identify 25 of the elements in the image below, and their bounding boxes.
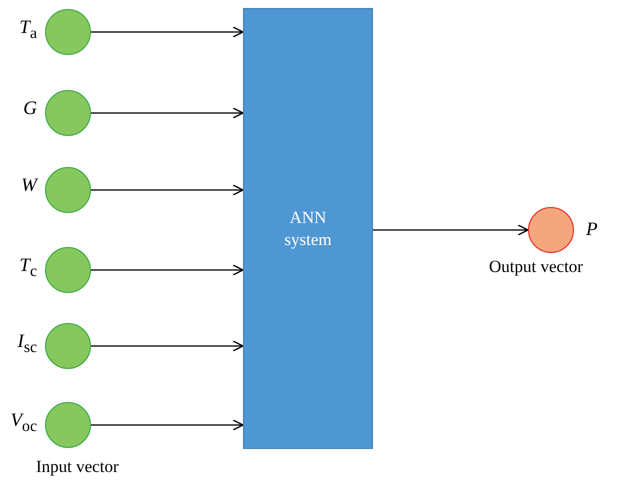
input-node-circle	[45, 247, 91, 293]
arrow	[91, 419, 244, 431]
arrow	[373, 224, 529, 236]
variable-label: W	[21, 176, 37, 195]
group-label: Input vector	[36, 458, 119, 475]
arrow	[91, 26, 244, 38]
input-node-circle	[45, 402, 91, 448]
variable-label: T$_{a}$	[19, 18, 37, 42]
input-node-circle	[45, 9, 91, 55]
output-node-circle	[528, 207, 574, 253]
arrow	[91, 184, 244, 196]
input-node-circle	[45, 90, 91, 136]
arrow	[91, 340, 244, 352]
variable-label: I$_{sc}$	[17, 332, 37, 356]
input-node-circle	[45, 323, 91, 369]
arrow	[91, 107, 244, 119]
arrow	[91, 264, 244, 276]
system-box	[243, 8, 373, 449]
variable-label: T$_{c}$	[19, 256, 37, 280]
variable-label: V$_{oc}$	[10, 411, 37, 435]
variable-label: P	[586, 220, 598, 239]
variable-label: G	[23, 99, 37, 118]
group-label: Output vector	[489, 258, 583, 275]
input-node-circle	[45, 167, 91, 213]
system-label: ANN system	[283, 207, 333, 250]
